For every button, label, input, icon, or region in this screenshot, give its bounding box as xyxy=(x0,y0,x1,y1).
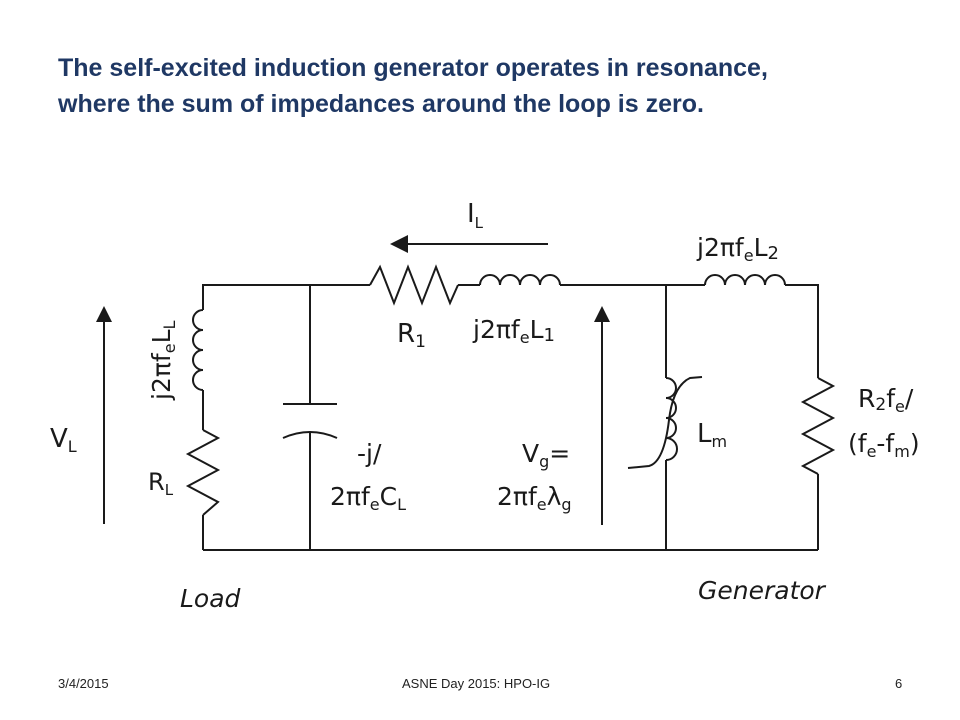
capacitor-bottom-plate xyxy=(282,431,338,439)
lm-label: Lm xyxy=(697,419,727,451)
saturation-curve xyxy=(627,376,703,469)
rotor-resistance-line1: R2fe/ xyxy=(858,384,914,416)
inductor-l2 xyxy=(704,274,786,286)
resistor-r1 xyxy=(369,264,459,306)
capacitor-label-line1: -j/ xyxy=(357,439,382,468)
l1-impedance-label: j2πfeL1 xyxy=(472,315,555,347)
ll-impedance-label: j2πfeLL xyxy=(147,320,179,401)
load-resistor xyxy=(185,429,221,516)
magnetizing-inductor xyxy=(665,377,678,461)
load-branch-wire-upper xyxy=(202,284,370,310)
il-label: IL xyxy=(467,199,484,232)
title-line-2: where the sum of impedances around the l… xyxy=(58,90,704,118)
il-arrow-head xyxy=(390,235,408,253)
rl-label: RL xyxy=(148,468,174,499)
vl-label: VL xyxy=(50,424,77,456)
l2-impedance-label: j2πfeL2 xyxy=(696,233,779,265)
rotor-resistor xyxy=(800,377,836,475)
slide-title: The self-excited induction generator ope… xyxy=(58,50,918,122)
vl-arrow-head xyxy=(96,306,112,322)
r1-label: R1 xyxy=(397,319,426,352)
footer-page-number: 6 xyxy=(895,676,903,691)
generator-label: Generator xyxy=(698,576,827,605)
vg-arrow-head xyxy=(594,306,610,322)
load-label: Load xyxy=(180,584,241,613)
footer-center: ASNE Day 2015: HPO-IG xyxy=(402,676,551,691)
inductor-l1 xyxy=(479,274,561,286)
title-line-1: The self-excited induction generator ope… xyxy=(58,54,768,82)
source-label-line1: Vg= xyxy=(522,439,570,471)
footer-date: 3/4/2015 xyxy=(58,676,109,691)
rotor-resistance-line2: (fe-fm) xyxy=(848,429,920,461)
source-label-line2: 2πfeλg xyxy=(497,482,572,514)
load-inductor xyxy=(192,309,204,391)
capacitor-label-line2: 2πfeCL xyxy=(330,482,406,514)
wire-l2-right xyxy=(785,284,819,378)
